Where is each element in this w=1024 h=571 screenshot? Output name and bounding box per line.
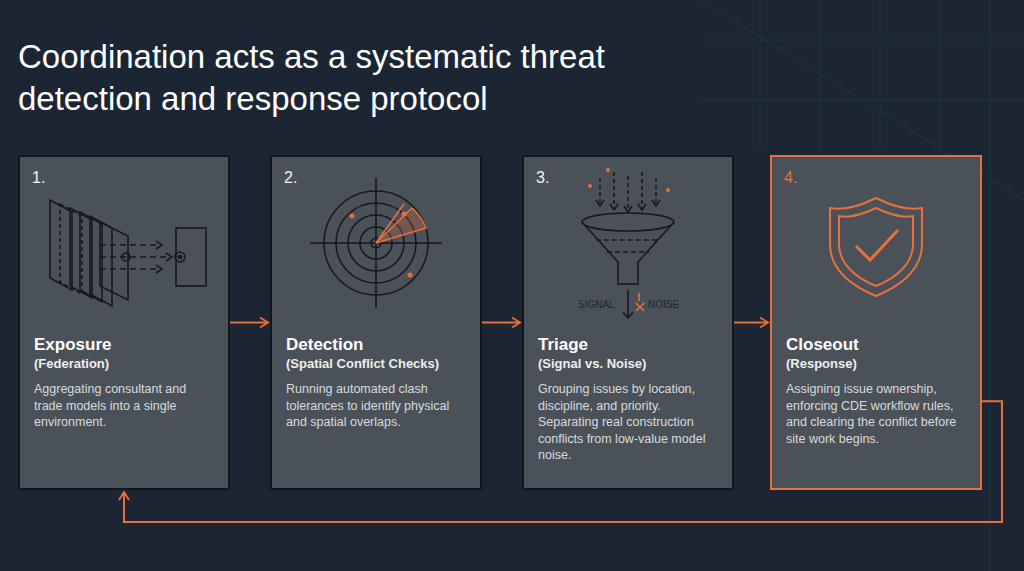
radar-icon bbox=[310, 178, 442, 308]
step-number: 4. bbox=[784, 169, 797, 187]
step-subheading: (Response) bbox=[786, 356, 966, 371]
step-number: 3. bbox=[536, 169, 549, 187]
icon-label: SIGNAL bbox=[578, 299, 615, 310]
step-description: Assigning issue ownership, enforcing CDE… bbox=[786, 381, 966, 447]
step-heading: Triage bbox=[538, 335, 718, 355]
diagram-title: Coordination acts as a systematic threat… bbox=[18, 36, 718, 120]
flow-arrow bbox=[230, 322, 268, 324]
step-subheading: (Spatial Conflict Checks) bbox=[286, 356, 466, 371]
icon-label: NOISE bbox=[648, 299, 679, 310]
step-number: 1. bbox=[32, 169, 45, 187]
step-subheading: (Signal vs. Noise) bbox=[538, 356, 718, 371]
process-box: 4. Closeout(Response) Assigning issue owne… bbox=[770, 155, 982, 490]
funnel-icon bbox=[582, 168, 674, 318]
step-description: Aggregating consultant and trade models … bbox=[34, 381, 214, 431]
step-subheading: (Federation) bbox=[34, 356, 214, 371]
step-number: 2. bbox=[284, 169, 297, 187]
process-box: 2. Detection(Spatial Conflict Checks) Runn… bbox=[270, 155, 482, 490]
shield-icon bbox=[830, 198, 922, 296]
flow-arrow bbox=[734, 322, 768, 324]
step-heading: Exposure bbox=[34, 335, 214, 355]
federation-icon bbox=[50, 200, 206, 306]
process-box: 3. Triage(Signal vs. Noise) Grouping issue… bbox=[522, 155, 734, 490]
step-heading: Closeout bbox=[786, 335, 966, 355]
step-description: Running automated clash tolerances to id… bbox=[286, 381, 466, 431]
step-heading: Detection bbox=[286, 335, 466, 355]
process-box: 1. Exposure(Federation) Aggregating consul… bbox=[18, 155, 230, 490]
box-fills bbox=[18, 155, 982, 490]
flow-arrow bbox=[482, 322, 520, 324]
background-grid bbox=[700, 0, 1024, 571]
step-description: Grouping issues by location, discipline,… bbox=[538, 381, 718, 464]
